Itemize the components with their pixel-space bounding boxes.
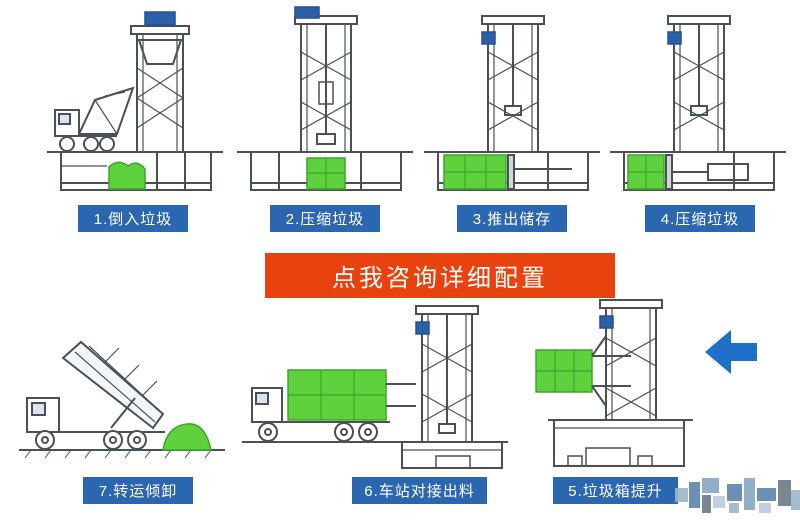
- ground: [19, 449, 225, 459]
- garbage-block: [306, 157, 346, 190]
- step-4-label: 4.压缩垃圾: [645, 205, 755, 232]
- transfer-truck: [251, 383, 416, 442]
- hoist-block: [144, 11, 176, 26]
- container-grid: [288, 370, 386, 420]
- hoist-block: [294, 6, 320, 19]
- push-ram: [665, 154, 749, 190]
- garbage-block: [627, 154, 665, 190]
- compress-garbage-drawing: [237, 6, 413, 191]
- ground-and-pit: [242, 441, 508, 469]
- tipping-truck: [54, 86, 135, 152]
- step-7-label: 7.转运倾卸: [83, 477, 193, 504]
- push-out-storage-drawing: [424, 15, 600, 191]
- consult-cta-banner[interactable]: 点我咨询详细配置: [265, 253, 615, 298]
- compress-again-drawing: [610, 15, 786, 191]
- compactor-tower: [481, 15, 545, 152]
- step-5-illustration: [528, 298, 693, 473]
- pit: [610, 151, 786, 191]
- pit: [47, 151, 223, 191]
- step-5-label: 5.垃圾箱提升: [553, 477, 678, 504]
- compactor-tower: [415, 305, 479, 442]
- station-docking-drawing: [242, 305, 508, 469]
- dump-truck: [26, 340, 165, 450]
- step-6-label: 6.车站对接出料: [352, 477, 487, 504]
- garbage-pile: [162, 423, 212, 451]
- box-grid: [536, 350, 592, 392]
- flow-arrow-left-icon: [703, 328, 759, 376]
- garbage-block: [443, 154, 507, 190]
- step-1-label: 1.倒入垃圾: [78, 205, 188, 232]
- compactor-tower: [130, 25, 190, 152]
- step-3-illustration: [422, 6, 602, 198]
- watermark-logo: [675, 478, 800, 516]
- dump-garbage-drawing: [47, 11, 223, 191]
- ground-and-pit: [548, 419, 693, 467]
- garbage-pile: [108, 161, 146, 190]
- compactor-tower: [667, 15, 731, 152]
- step-2-label: 2.压缩垃圾: [270, 205, 380, 232]
- lift-tower: [591, 299, 663, 420]
- box-lifting-drawing: [535, 299, 693, 467]
- step-1-illustration: [45, 6, 225, 198]
- hoist-block: [599, 315, 614, 329]
- step-3-label: 3.推出储存: [457, 205, 567, 232]
- compactor-tower: [294, 15, 358, 152]
- step-6-illustration: [240, 300, 510, 472]
- hoist-block: [481, 31, 496, 45]
- step-2-illustration: [235, 6, 415, 198]
- transfer-dump-drawing: [19, 340, 225, 459]
- step-7-illustration: [15, 302, 230, 467]
- hoist-block: [667, 31, 682, 45]
- step-4-illustration: [608, 6, 788, 198]
- push-plate: [507, 154, 572, 190]
- pit: [237, 151, 413, 191]
- hoist-block: [415, 321, 430, 335]
